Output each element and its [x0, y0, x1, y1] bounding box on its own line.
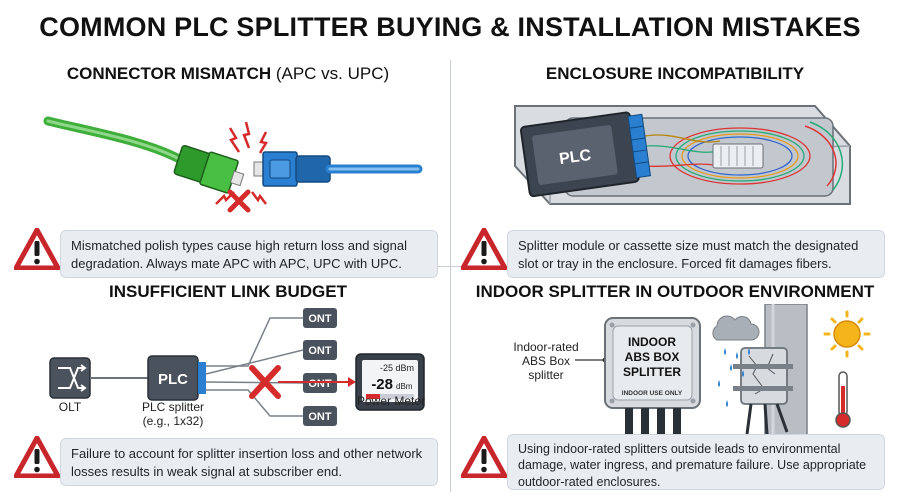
- panel-title-connector: CONNECTOR MISMATCH (APC vs. UPC): [8, 64, 448, 84]
- side-label-1: Indoor-rated: [513, 340, 579, 354]
- side-label-2: ABS Box: [521, 354, 571, 368]
- title-connector-sub: (APC vs. UPC): [271, 64, 390, 83]
- warning-icon: [13, 435, 61, 479]
- plc-box-label: PLC: [158, 371, 188, 388]
- title-connector-main: CONNECTOR MISMATCH: [66, 64, 272, 83]
- power-meter-label: Power Meter: [356, 394, 426, 408]
- panel-title-budget: INSUFFICIENT LINK BUDGET: [109, 282, 347, 301]
- panel-title-enclosure: ENCLOSURE INCOMPATIBILITY: [545, 64, 805, 83]
- outdoor-illustration: INDOOR ABS BOX SPLITTER INDOOR USE ONLY: [575, 304, 871, 439]
- meter-unit: dBm: [396, 382, 413, 391]
- connector-illustration: [43, 116, 423, 213]
- box-line-2: ABS BOX: [625, 350, 680, 364]
- vertical-divider: [450, 60, 451, 492]
- panel-outdoor: INDOOR SPLITTER IN OUTDOOR ENVIRONMENT I…: [455, 276, 895, 490]
- plc-caption-1: PLC splitter: [141, 400, 205, 414]
- warning-text-enclosure: Splitter module or cassette size must ma…: [507, 230, 885, 278]
- panel-enclosure: ENCLOSURE INCOMPATIBILITY PLC: [455, 58, 895, 278]
- box-line-3: SPLITTER: [623, 365, 681, 379]
- side-label-3: splitter: [528, 368, 564, 382]
- panel-connector-mismatch: CONNECTOR MISMATCH (APC vs. UPC) Mismatc…: [8, 58, 448, 278]
- meter-small-reading: -25 dBm: [380, 363, 414, 373]
- panel-link-budget: INSUFFICIENT LINK BUDGET PLC ONT ONT ONT…: [8, 276, 448, 486]
- warning-text-outdoor: Using indoor-rated splitters outside lea…: [507, 434, 885, 490]
- box-tag: INDOOR USE ONLY: [622, 390, 683, 397]
- olt-label: OLT: [58, 400, 82, 414]
- box-line-1: INDOOR: [628, 335, 676, 349]
- panel-title-outdoor: INDOOR SPLITTER IN OUTDOOR ENVIRONMENT: [475, 282, 875, 301]
- ont-label: ONT: [308, 411, 332, 423]
- plc-caption-2: (e.g., 1x32): [142, 414, 204, 428]
- horizontal-divider: [16, 266, 884, 267]
- warning-icon: [460, 227, 508, 271]
- ont-label: ONT: [308, 345, 332, 357]
- meter-value: -28: [371, 376, 393, 393]
- warning-text-connector: Mismatched polish types cause high retur…: [60, 230, 438, 278]
- main-title: COMMON PLC SPLITTER BUYING & INSTALLATIO…: [39, 12, 861, 42]
- warning-icon: [13, 227, 61, 271]
- link-budget-illustration: PLC ONT ONT ONT ONT -25 dBm -28 dBm: [49, 308, 425, 426]
- enclosure-illustration: PLC: [514, 105, 851, 205]
- warning-text-budget: Failure to account for splitter insertio…: [60, 438, 438, 486]
- plc-module-label: PLC: [558, 147, 592, 168]
- warning-icon: [460, 435, 508, 479]
- ont-label: ONT: [308, 313, 332, 325]
- ont-label: ONT: [308, 378, 332, 390]
